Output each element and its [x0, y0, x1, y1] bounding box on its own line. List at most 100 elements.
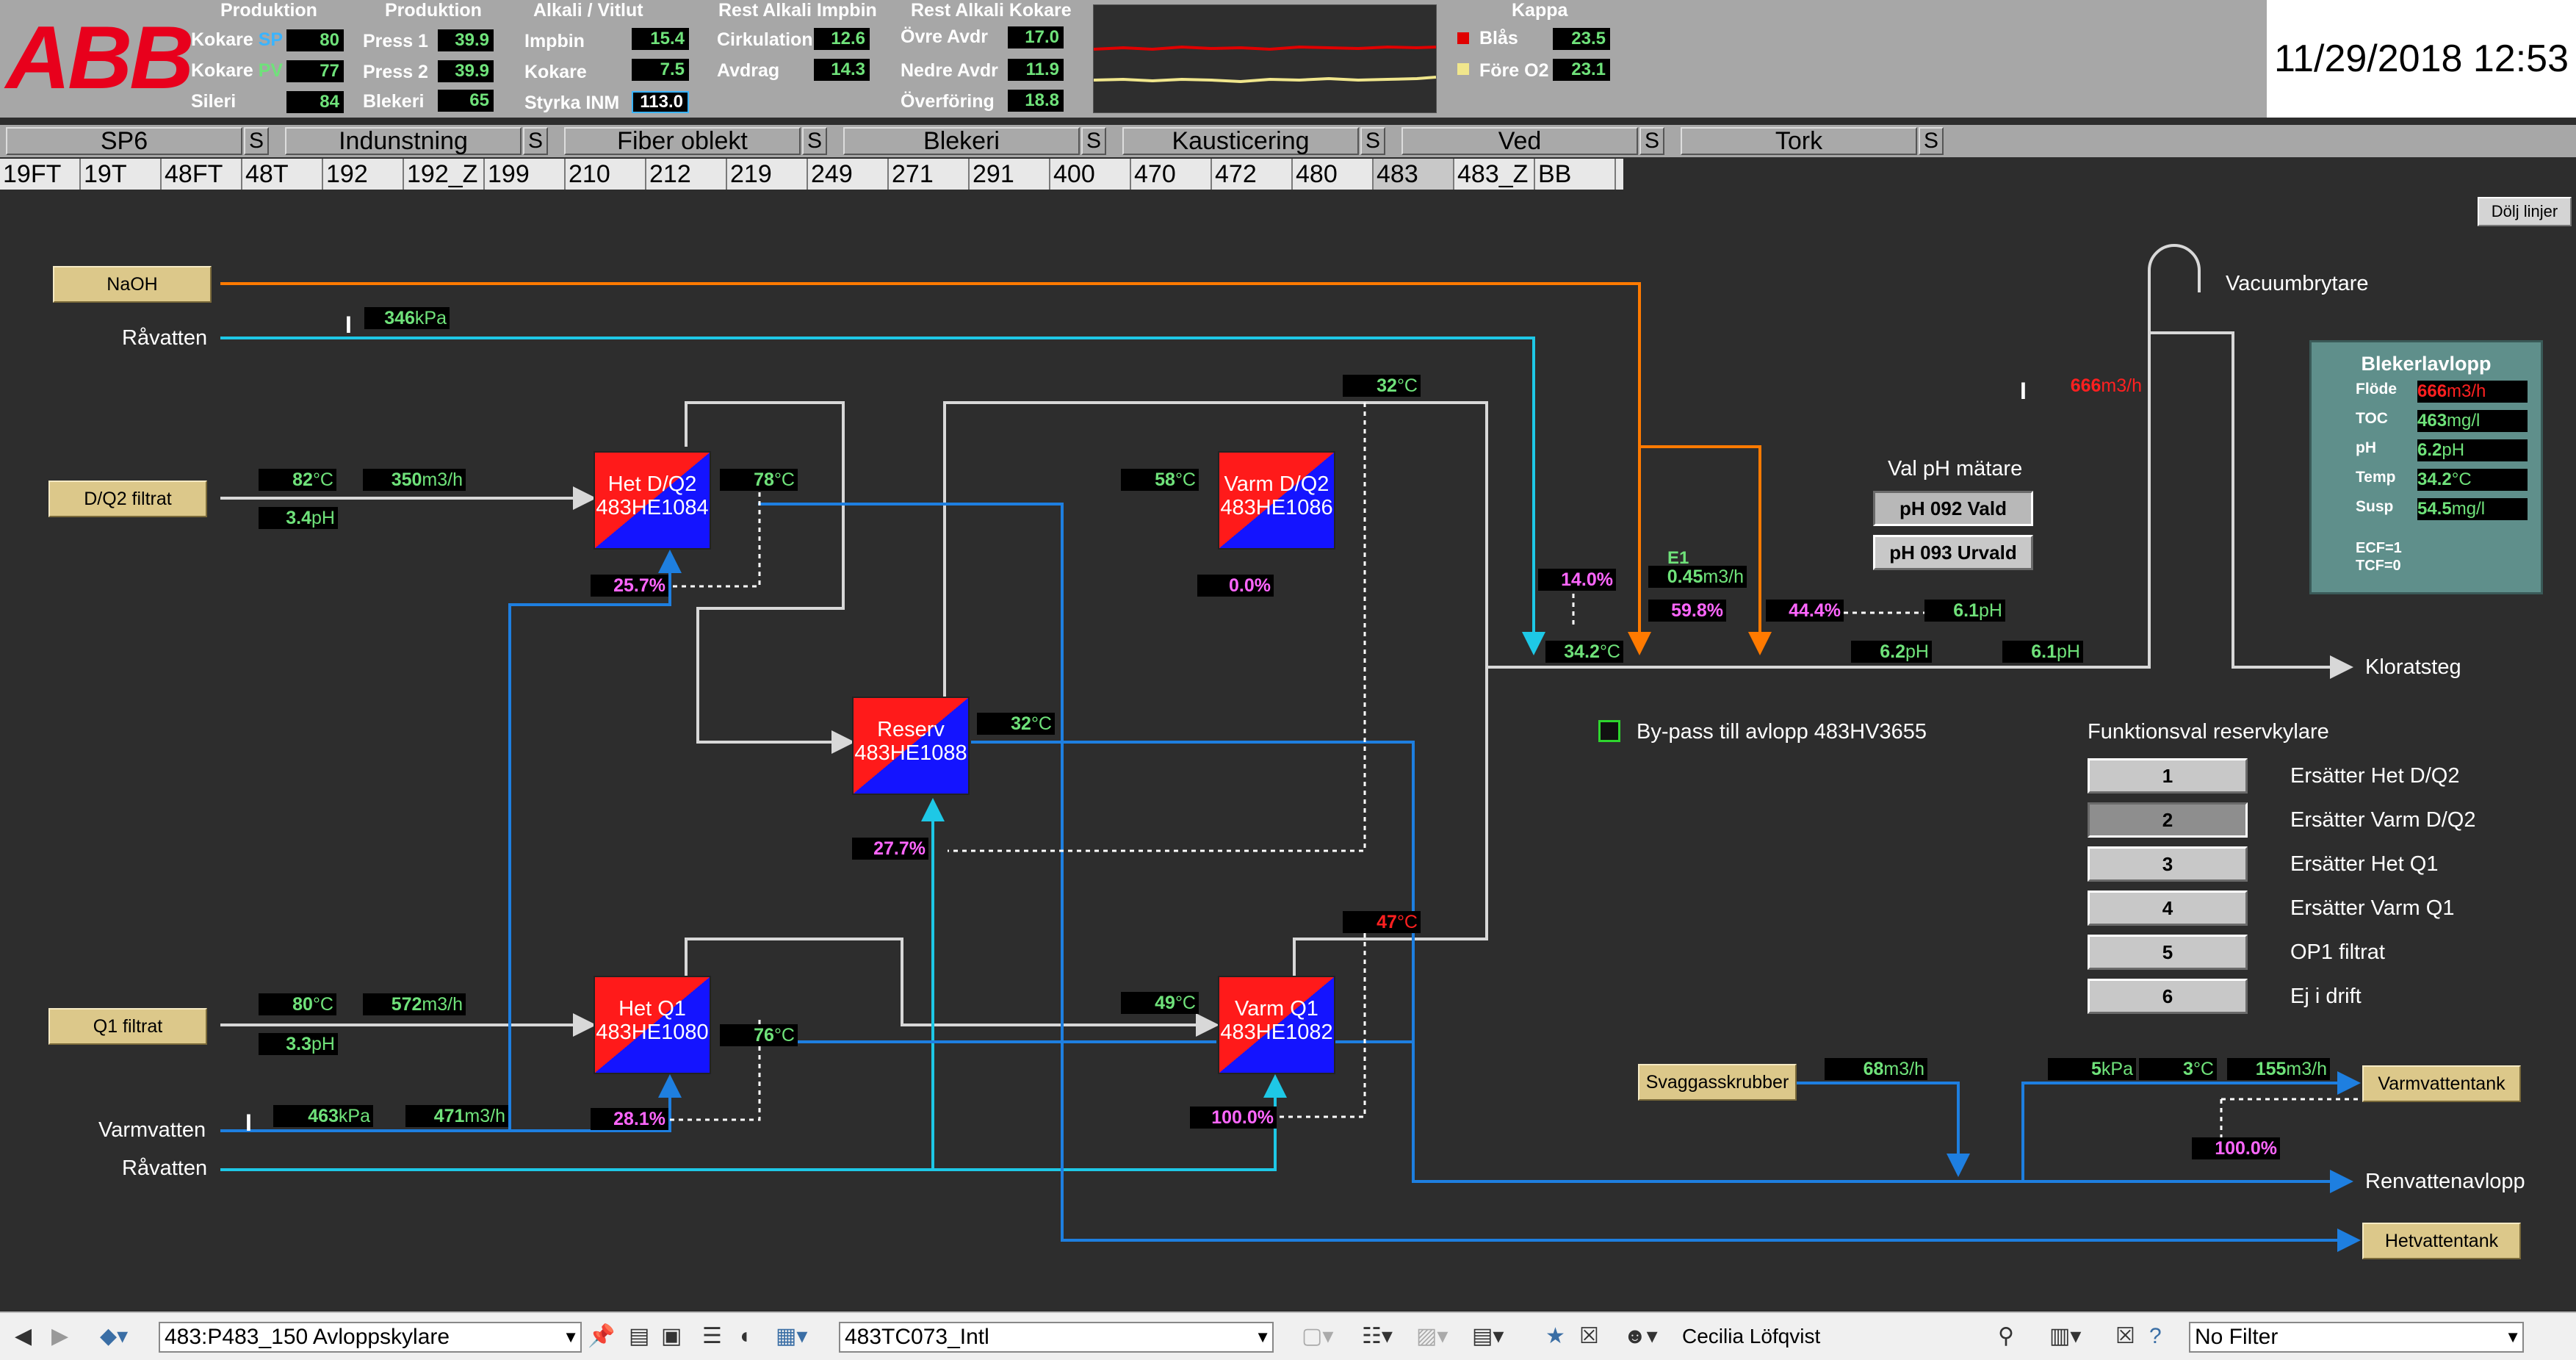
user-icon[interactable]: ☻▾	[1623, 1324, 1658, 1348]
clear-filter-icon[interactable]: ☒	[2115, 1324, 2135, 1348]
subtab[interactable]: BB	[1535, 159, 1616, 190]
varm-dq2-exchanger[interactable]: Varm D/Q2 483HE1086	[1218, 451, 1335, 550]
subtab[interactable]: 219	[727, 159, 808, 190]
varm-dq2-temp[interactable]: 58°C	[1121, 469, 1199, 491]
het-q1-valve-pct[interactable]: 28.1%	[591, 1108, 668, 1130]
varmtank-flow[interactable]: 155m3/h	[2227, 1058, 2330, 1080]
e1-flow[interactable]: 0.45m3/h	[1648, 566, 1747, 588]
object-type-icon[interactable]: ▦▾	[776, 1324, 808, 1348]
dq2-filtrat-source[interactable]: D/Q2 filtrat	[48, 481, 207, 517]
nav-s-tork[interactable]: S	[1919, 127, 1944, 155]
varm-q1-exchanger[interactable]: Varm Q1 483HE1082	[1218, 976, 1335, 1074]
subtab[interactable]: 19T	[81, 159, 162, 190]
dq2-flow[interactable]: 350m3/h	[363, 469, 466, 491]
subtab[interactable]: 192	[323, 159, 404, 190]
dolj-linjer-button[interactable]: Dölj linjer	[2478, 197, 2572, 226]
nav-s-indunstning[interactable]: S	[523, 127, 548, 155]
varmtank-pressure[interactable]: 5kPa	[2048, 1058, 2136, 1080]
nav-s-ved[interactable]: S	[1639, 127, 1664, 155]
subtab[interactable]: 212	[646, 159, 727, 190]
nav-tab-indunstning[interactable]: Indunstning	[285, 127, 522, 155]
pin-icon[interactable]: 📌	[588, 1324, 616, 1348]
nav-tab-fiber-oblekt[interactable]: Fiber oblekt	[564, 127, 801, 155]
varmtank-temp[interactable]: 3°C	[2139, 1058, 2217, 1080]
mix-temp[interactable]: 34.2°C	[1545, 641, 1623, 663]
subtab[interactable]: 483_Z	[1454, 159, 1535, 190]
het-dq2-valve-pct[interactable]: 25.7%	[591, 575, 668, 597]
subtab[interactable]: 210	[566, 159, 646, 190]
funk-button-2[interactable]: 2	[2088, 802, 2248, 838]
reserv-exchanger[interactable]: Reserv 483HE1088	[852, 697, 970, 795]
varmvattentank-target[interactable]: Varmvattentank	[2362, 1065, 2521, 1102]
reserv-valve-pct[interactable]: 27.7%	[852, 838, 928, 860]
bypass-checkbox[interactable]	[1598, 720, 1620, 742]
varm-q1-in-temp[interactable]: 49°C	[1121, 992, 1199, 1014]
funk-button-3[interactable]: 3	[2088, 846, 2248, 882]
display-select[interactable]: 483:P483_150 Avloppskylare▼	[159, 1322, 582, 1353]
svagg-flow[interactable]: 68m3/h	[1825, 1058, 1927, 1080]
ph-61b[interactable]: 6.1pH	[2002, 641, 2083, 663]
trend-chart[interactable]	[1093, 4, 1437, 113]
subtab[interactable]: 192_Z	[404, 159, 485, 190]
close-box-icon[interactable]: ☒	[1579, 1324, 1599, 1348]
naoh-source[interactable]: NaOH	[53, 266, 212, 303]
funk-button-1[interactable]: 1	[2088, 758, 2248, 794]
hetvattentank-target[interactable]: Hetvattentank	[2362, 1223, 2521, 1259]
het-q1-out-temp[interactable]: 76°C	[720, 1024, 798, 1046]
varmvatten-pressure[interactable]: 463kPa	[273, 1105, 373, 1127]
ph-093-button[interactable]: pH 093 Urvald	[1873, 535, 2033, 570]
nav-tab-tork[interactable]: Tork	[1681, 127, 1917, 155]
star-icon[interactable]: ★	[1545, 1324, 1565, 1348]
forward-icon[interactable]: ▶	[51, 1324, 69, 1348]
pct-598-valve[interactable]: 59.8%	[1648, 600, 1726, 622]
varmvatten-flow[interactable]: 471m3/h	[405, 1105, 508, 1127]
varm-q1-valve-pct[interactable]: 100.0%	[1190, 1107, 1277, 1129]
subtab[interactable]: 470	[1131, 159, 1212, 190]
nav-tab-kausticering[interactable]: Kausticering	[1122, 127, 1359, 155]
red-flow[interactable]: 666m3/h	[2042, 375, 2145, 397]
nav-s-sp6[interactable]: S	[244, 127, 269, 155]
subtab[interactable]: 48T	[242, 159, 323, 190]
subtab[interactable]: 19FT	[0, 159, 81, 190]
ph-62[interactable]: 6.2pH	[1851, 641, 1932, 663]
tool-icon-2[interactable]: ☷▾	[1362, 1324, 1393, 1348]
ph-61a[interactable]: 6.1pH	[1924, 600, 2005, 622]
svaggasskrubber-source[interactable]: Svaggasskrubber	[1638, 1064, 1797, 1101]
subtab[interactable]: 400	[1050, 159, 1131, 190]
ravatten-pressure[interactable]: 346kPa	[364, 307, 450, 329]
het-dq2-exchanger[interactable]: Het D/Q2 483HE1084	[594, 451, 711, 550]
top-return-temp[interactable]: 32°C	[1343, 375, 1421, 397]
nav-s-fiber-oblekt[interactable]: S	[802, 127, 827, 155]
varm-dq2-valve-pct[interactable]: 0.0%	[1197, 575, 1274, 597]
funk-button-4[interactable]: 4	[2088, 891, 2248, 926]
subtab[interactable]: 48FT	[162, 159, 242, 190]
filter-select[interactable]: No Filter▼	[2189, 1322, 2524, 1353]
reserv-temp[interactable]: 32°C	[977, 713, 1055, 735]
nav-tab-ved[interactable]: Ved	[1401, 127, 1638, 155]
q1-ph[interactable]: 3.3pH	[259, 1033, 338, 1055]
display-type-icon[interactable]: ◆▾	[100, 1324, 129, 1348]
tool-icon-4[interactable]: ▤▾	[1472, 1324, 1504, 1348]
filter-icon[interactable]: ▥▾	[2049, 1324, 2082, 1348]
varm-q1-top-temp[interactable]: 47°C	[1343, 911, 1421, 933]
back-icon[interactable]: ◀	[15, 1324, 32, 1348]
ph-092-button[interactable]: pH 092 Vald	[1873, 491, 2033, 526]
tool-icon-3[interactable]: ▨▾	[1416, 1324, 1448, 1348]
object-select[interactable]: 483TC073_Intl▼	[839, 1322, 1274, 1353]
tool-icon-1[interactable]: ▢▾	[1302, 1324, 1334, 1348]
preview-icon[interactable]: ▣	[661, 1324, 682, 1348]
search-icon[interactable]: ⚲	[1998, 1324, 2014, 1348]
list-icon[interactable]: ☰	[702, 1324, 722, 1348]
sound-icon[interactable]: ◖	[737, 1324, 751, 1348]
blekerlavlopp-panel[interactable]: Blekerlavlopp Flöde 666m3/h TOC 463mg/l …	[2309, 340, 2543, 594]
dq2-ph[interactable]: 3.4pH	[259, 507, 338, 529]
nav-s-kausticering[interactable]: S	[1360, 127, 1385, 155]
subtab[interactable]: 472	[1212, 159, 1293, 190]
funk-button-5[interactable]: 5	[2088, 935, 2248, 970]
dq2-temp[interactable]: 82°C	[259, 469, 336, 491]
varmtank-valve-pct[interactable]: 100.0%	[2192, 1137, 2280, 1159]
subtab-selected[interactable]: 483	[1374, 159, 1454, 190]
subtab[interactable]: 271	[889, 159, 970, 190]
subtab[interactable]: 480	[1293, 159, 1374, 190]
pct-444-valve[interactable]: 44.4%	[1766, 600, 1844, 622]
